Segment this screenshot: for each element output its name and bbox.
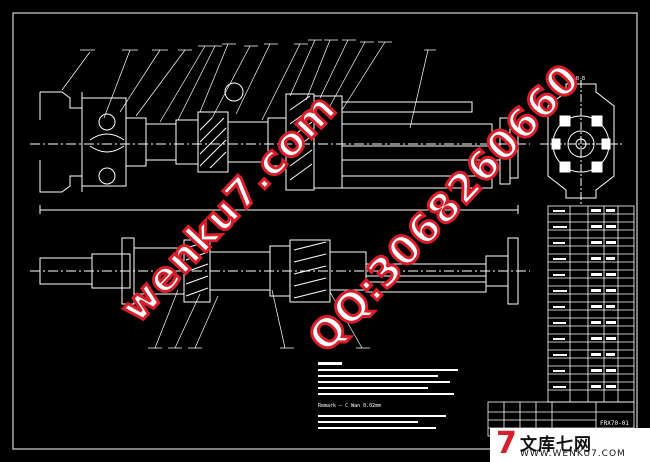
top-leaders xyxy=(61,39,436,129)
section-label: B-B xyxy=(576,76,585,82)
brand-name: 文库七网 xyxy=(520,435,592,455)
brand-url: WWW.WENKU7.COM xyxy=(520,449,626,459)
bottom-view xyxy=(30,237,530,305)
brand-logo-icon: 7 xyxy=(496,426,517,461)
technical-notes xyxy=(318,362,458,429)
top-view xyxy=(30,82,530,214)
bottom-leaders xyxy=(148,289,370,349)
notes-remark-line: Remark — C Wan 0.02mm xyxy=(318,403,381,409)
brand-badge: 7 文库七网 WWW.WENKU7.COM xyxy=(490,428,650,462)
parts-list-text xyxy=(553,209,616,388)
drawing-border xyxy=(12,12,638,450)
drawing-number: FRX70-01 xyxy=(600,420,629,427)
section-view xyxy=(540,80,622,204)
parts-list xyxy=(547,205,635,403)
